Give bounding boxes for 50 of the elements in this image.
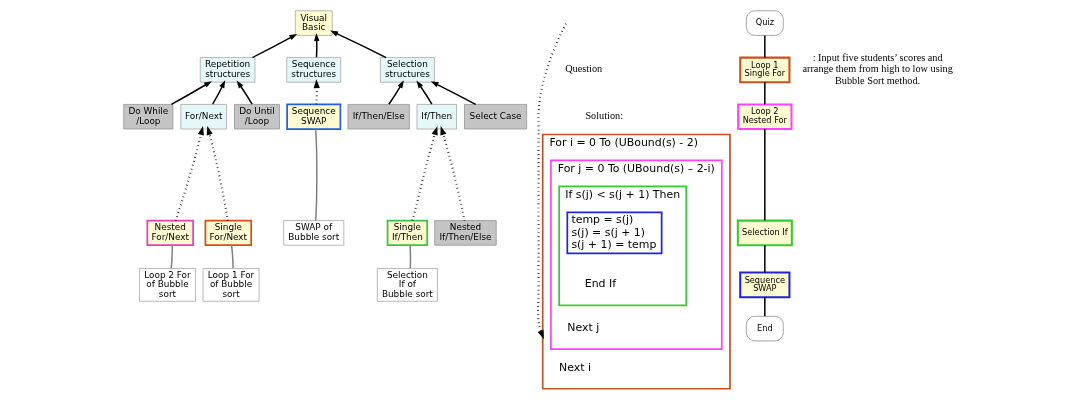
arrow [206,126,229,221]
connector [230,244,234,270]
label: : Input five students’ scores and arrange them from high to low using Bubble Sort method. [801,51,953,86]
connector [763,128,766,222]
arrow [236,80,253,105]
connector [763,34,766,59]
arrow [174,126,204,221]
node-box: Selection structures [379,57,435,83]
node-box: temp = s(j) s(j) = s(j + 1) s(j + 1) = temp [565,211,662,255]
arrow [387,80,404,105]
node-box: Nested If/Then/Else [433,220,497,246]
node-box: Do While /Loop [122,104,173,130]
node-box: Selection If of Bubble sort [376,268,438,302]
node-box: SWAP of Bubble sort [282,220,344,246]
arrow [329,30,387,59]
arrow [211,80,225,105]
arrow [251,33,297,59]
node-box: Loop 2 Nested For [736,103,793,131]
node-box: Single For/Next [204,219,252,247]
arrow [439,126,465,221]
arrow [170,81,212,106]
connector [763,296,766,317]
connector [314,128,318,222]
arrow [536,23,567,340]
node-box: Loop 1 Single For [738,56,790,84]
node-box: If/Then [416,104,457,130]
arrow [430,81,476,106]
label: Question [564,63,602,75]
node-box: If/Then/Else [347,104,410,130]
label: Solution: [584,110,623,122]
node-box: Select Case [463,104,527,130]
node-box: Visual Basic [294,10,333,36]
node-box: Sequence SWAP [285,103,341,130]
connector [169,244,173,270]
node-box: Loop 2 For of Bubble sort [138,268,196,302]
node-box: Sequence structures [285,57,341,83]
node-box: Do Until /Loop [233,104,280,130]
node-box: End [745,315,784,342]
connector [763,81,766,105]
node-box: Nested For/Next [145,219,194,247]
connector [408,244,411,270]
node-box: Sequence SWAP [738,271,790,299]
arrow [415,80,433,105]
node-box: Selection If [736,219,793,247]
connector [763,244,766,274]
node-box: Loop 1 For of Bubble sort [202,268,259,302]
node-box: Quiz [745,10,784,36]
node-box: Repetition structures [199,57,255,83]
node-box: For/Next [179,104,227,130]
node-box: Single If/Then [386,219,428,247]
